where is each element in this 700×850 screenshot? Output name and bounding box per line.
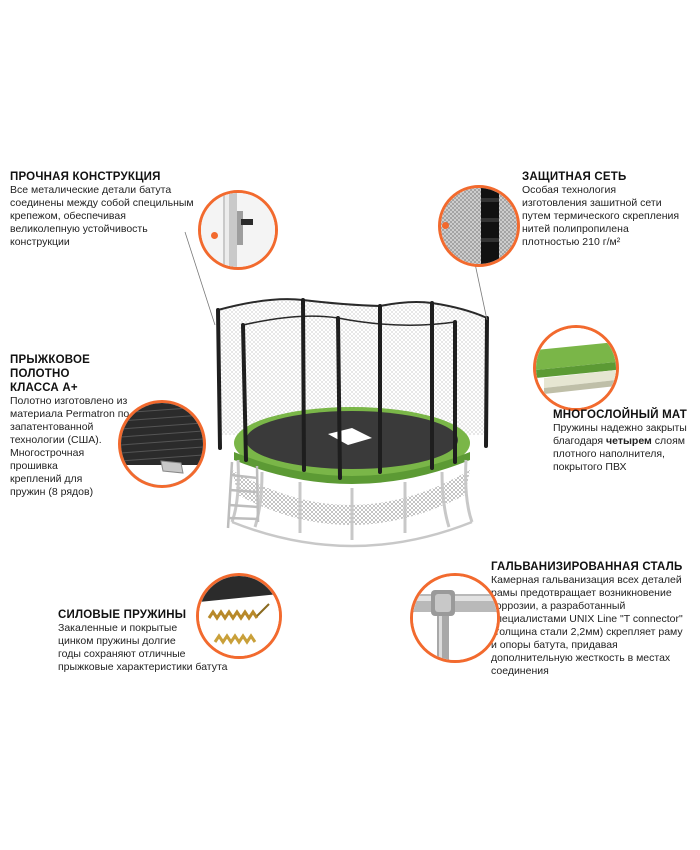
jumping-mat-line: технологии (США). xyxy=(10,434,102,446)
jumping-mat-title: КЛАССА А+ xyxy=(10,382,78,394)
pointer-dot-icon xyxy=(211,232,218,239)
pointer-dot-icon xyxy=(442,222,449,229)
net-title: ЗАЩИТНАЯ СЕТЬ xyxy=(522,171,627,183)
galvanized-line: Камерная гальванизация всех деталей xyxy=(491,574,682,586)
jumping-mat-line: материала Permatron по xyxy=(10,408,130,420)
galvanized-line: (толщина стали 2,2мм) скрепляет раму xyxy=(491,626,683,638)
jumping-mat-line: запатентованной xyxy=(10,421,94,433)
galvanized-line: рамы предотвращает возникновение xyxy=(491,587,672,599)
construction-line: великолепную устойчивость xyxy=(10,223,148,235)
springs-title: СИЛОВЫЕ ПРУЖИНЫ xyxy=(58,609,187,621)
net-detail-icon xyxy=(438,185,520,267)
steel-pole-icon xyxy=(198,190,278,270)
net-line: нитей полипропилена xyxy=(522,223,629,235)
multilayer-mat-text: благодаря xyxy=(553,435,607,447)
springs-line: годы сохраняют отличные xyxy=(58,648,186,660)
net-line: путем термического скрепления xyxy=(522,210,680,222)
multilayer-mat-line: плотного наполнителя, xyxy=(553,448,665,460)
galvanized-line: специалистами UNIX Line "T connector" xyxy=(491,613,683,625)
multilayer-mat-line: Пружины надежно закрыты xyxy=(553,422,687,434)
jumping-mat-line: Полотно изготовлено из xyxy=(10,395,128,407)
galvanized-line: дополнительную жесткость в местах xyxy=(491,652,671,664)
net-line: плотностью 210 г/м² xyxy=(522,236,621,248)
multilayer-mat-line: покрытого ПВХ xyxy=(553,461,627,473)
jumping-mat-title: ПРЫЖКОВОЕ ПОЛОТНО xyxy=(10,354,90,380)
feature-construction: ПРОЧНАЯ КОНСТРУКЦИЯ Все металические дет… xyxy=(10,170,220,249)
jumping-mat-line: креплений для xyxy=(10,473,83,485)
multilayer-mat-title: МНОГОСЛОЙНЫЙ МАТ xyxy=(553,409,688,421)
springs-line: Закаленные и покрытые xyxy=(58,622,178,634)
jumping-mat-line: Многострочная xyxy=(10,447,85,459)
spring-icon xyxy=(196,573,282,659)
springs-line: цинком пружины долгие xyxy=(58,635,176,647)
feature-jumping-mat: ПРЫЖКОВОЕ ПОЛОТНО КЛАССА А+ Полотно изго… xyxy=(10,353,150,499)
feature-springs: СИЛОВЫЕ ПРУЖИНЫ Закаленные и покрытые ци… xyxy=(58,608,248,674)
springs-line: прыжковые характеристики батута xyxy=(58,661,228,673)
galvanized-line: соединения xyxy=(491,665,549,677)
construction-line: конструкции xyxy=(10,236,70,248)
feature-net: ЗАЩИТНАЯ СЕТЬ Особая технология изготовл… xyxy=(522,170,697,249)
jumping-mat-line: пружин (8 рядов) xyxy=(10,486,94,498)
mat-layers-icon xyxy=(533,325,619,411)
construction-line: Все металические детали батута xyxy=(10,184,172,196)
t-connector-icon xyxy=(410,573,500,663)
construction-title: ПРОЧНАЯ КОНСТРУКЦИЯ xyxy=(10,171,161,183)
jumping-mat-line: прошивка xyxy=(10,460,58,472)
multilayer-mat-text: слоям xyxy=(651,435,685,447)
galvanized-title: ГАЛЬВАНИЗИРОВАННАЯ СТАЛЬ xyxy=(491,561,683,573)
net-line: Особая технология xyxy=(522,184,617,196)
fabric-stitch-icon xyxy=(118,400,206,488)
multilayer-mat-line: благодаря четырем слоям xyxy=(553,435,698,448)
galvanized-line: коррозии, а разработанный xyxy=(491,600,626,612)
multilayer-mat-emphasis: четырем xyxy=(606,435,652,447)
galvanized-line: и опоры батута, придавая xyxy=(491,639,618,651)
construction-line: соединены между собой специльным xyxy=(10,197,194,209)
feature-multilayer-mat: МНОГОСЛОЙНЫЙ МАТ Пружины надежно закрыты… xyxy=(553,408,698,474)
feature-galvanized: ГАЛЬВАНИЗИРОВАННАЯ СТАЛЬ Камерная гальва… xyxy=(491,560,698,678)
net-line: изготовления зашитной сети xyxy=(522,197,662,209)
construction-line: крепежом, обеспечивая xyxy=(10,210,126,222)
